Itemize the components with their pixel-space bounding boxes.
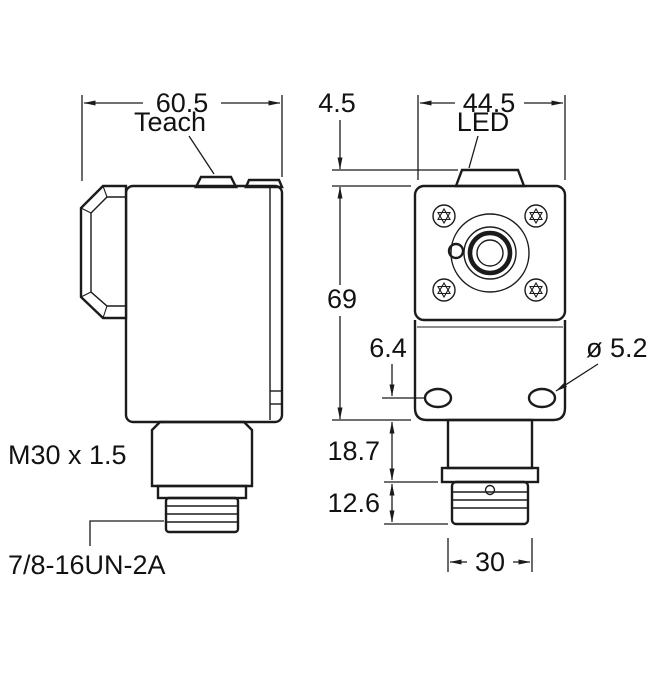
connector-collar-side [156, 484, 248, 500]
side-view [79, 175, 284, 534]
dim-upper-connector: 18.7 [327, 436, 380, 466]
connector-neck-front [446, 418, 534, 470]
mounting-foot-front [413, 320, 567, 422]
facet-edge [80, 291, 92, 298]
sensor-face-front [413, 184, 567, 322]
dimension-lines [81, 95, 599, 572]
teach-leader [188, 135, 215, 175]
led-leader [468, 135, 479, 169]
front-view [413, 168, 567, 526]
mounting-hole-left [423, 387, 453, 409]
torx-screw [432, 204, 456, 228]
mounting-hole-right [527, 387, 557, 409]
dim-side-width: 60.5 [156, 88, 209, 118]
teach-label: Teach [134, 107, 206, 137]
lens-assembly [447, 213, 530, 293]
dim-hole-offset: 6.4 [369, 333, 407, 363]
teach-button [194, 175, 238, 189]
labels: 60.5 Teach M30 x 1.5 7/8-16UN-2A 4.5 44.… [8, 88, 648, 580]
connector-thread-label: 7/8-16UN-2A [8, 550, 166, 580]
facet-edge [80, 207, 92, 214]
torx-screw [432, 278, 456, 302]
indicator-port [447, 242, 465, 260]
dim-front-width: 44.5 [463, 88, 516, 118]
dim-lower-connector: 12.6 [327, 488, 380, 518]
led-button-front [454, 168, 526, 188]
m30-thread-label: M30 x 1.5 [8, 440, 127, 470]
connector-7-8-side [164, 496, 240, 534]
torx-screw [524, 278, 548, 302]
connector-leader [89, 520, 164, 546]
hole-diameter-label: ø 5.2 [586, 333, 648, 363]
keyway-dot [484, 484, 496, 496]
sensor-body-side [124, 184, 284, 424]
dim-height: 69 [327, 284, 357, 314]
dim-connector-width: 30 [475, 547, 505, 577]
led-label: LED [457, 107, 510, 137]
m30-thread-side [150, 420, 254, 488]
connector-7-8-front [450, 480, 530, 526]
dim-button-height: 4.5 [318, 88, 356, 118]
rear-ridge [244, 178, 284, 189]
facet-edge [102, 305, 108, 319]
sensor-head-side [79, 184, 128, 320]
connector-collar-front [440, 466, 540, 484]
facet-edge [102, 185, 108, 198]
torx-screw [524, 204, 548, 228]
hole-dia-leader [555, 363, 599, 392]
sensor-head-facet [90, 196, 126, 307]
